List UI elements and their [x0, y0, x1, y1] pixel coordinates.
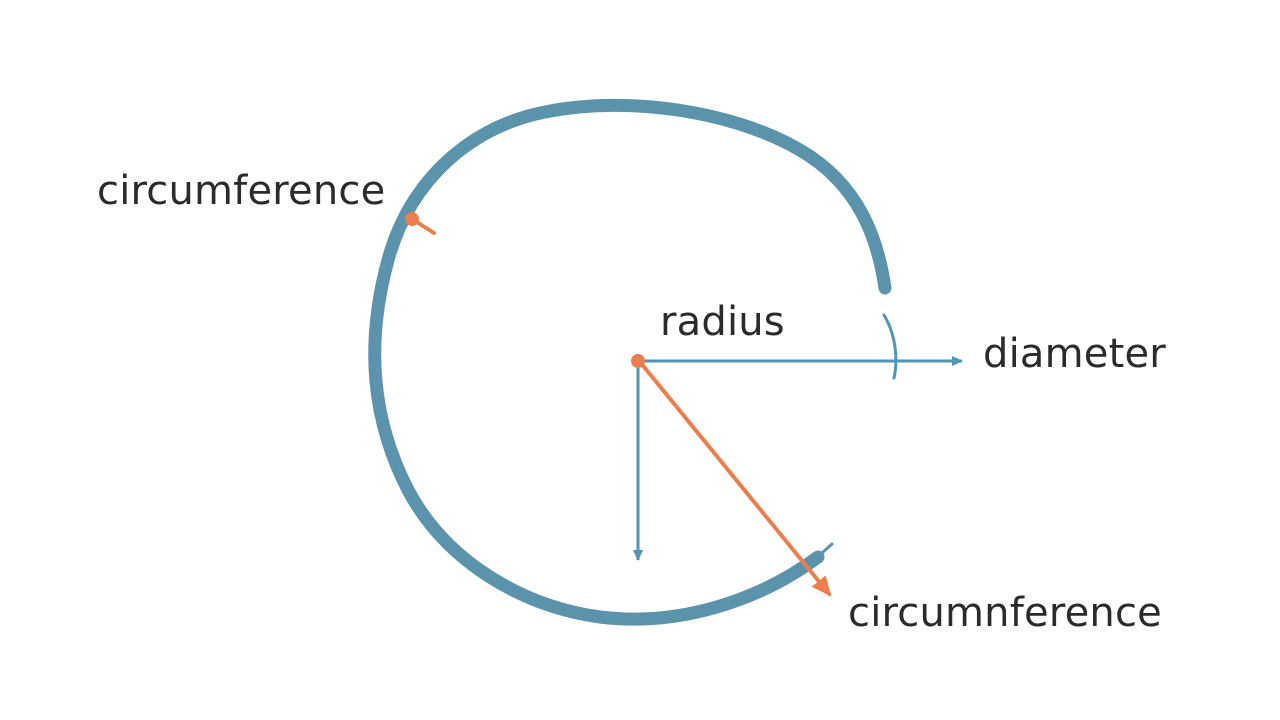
center-point — [631, 354, 645, 368]
diameter-label: diameter — [983, 331, 1166, 377]
circle-outline — [368, 98, 892, 626]
circumference-label-bottom: circumnference — [848, 590, 1162, 636]
circumference-label-top: circumference — [97, 168, 386, 214]
circle-outline-tail — [798, 542, 834, 574]
circumference-marker-tick — [410, 217, 436, 235]
radius-label: radius — [660, 299, 785, 345]
radius-diagonal-arrow — [638, 360, 832, 597]
diameter-tick — [882, 313, 898, 380]
